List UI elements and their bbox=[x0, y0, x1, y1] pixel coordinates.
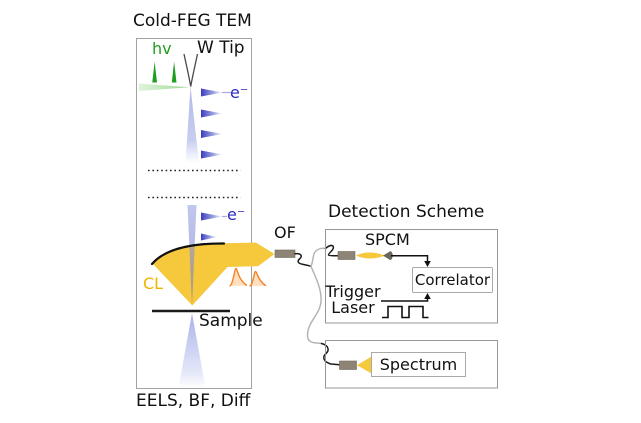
arrow-up-icon bbox=[424, 293, 431, 299]
correlator-label: Correlator bbox=[414, 271, 491, 289]
electron-pulse-icon bbox=[201, 150, 223, 159]
spectrum-box: Spectrum bbox=[371, 352, 466, 377]
laser-pulse-icon bbox=[171, 61, 177, 83]
cl-light-cone bbox=[152, 242, 275, 306]
optical-fiber-branch-bottom bbox=[306, 265, 323, 345]
laser-cone bbox=[139, 83, 190, 91]
electron-beam-lower bbox=[178, 313, 206, 388]
spcm-signal-wire bbox=[391, 254, 429, 262]
tungsten-tip-icon bbox=[183, 53, 199, 87]
spcm-detector-icon bbox=[383, 251, 393, 261]
trigger-laser-label: Trigger Laser bbox=[325, 284, 381, 315]
arrow-down-icon bbox=[424, 261, 431, 267]
tip-label: W Tip bbox=[197, 38, 245, 58]
detection-panel-top bbox=[325, 229, 498, 324]
electron-label-mid: e⁻ bbox=[227, 205, 246, 224]
electron-pulse-icon bbox=[201, 233, 217, 241]
optical-fiber-label: OF bbox=[274, 223, 296, 242]
light-cone-icon bbox=[357, 356, 372, 374]
trigger-signal-wire bbox=[381, 298, 429, 302]
cl-mirror bbox=[150, 242, 226, 266]
modes-label: EELS, BF, Diff bbox=[136, 391, 251, 411]
fiber-connector-spectrum bbox=[339, 360, 357, 370]
electron-beam-upper bbox=[185, 87, 199, 163]
spcm-label: SPCM bbox=[365, 230, 410, 249]
cl-label: CL bbox=[143, 274, 164, 293]
optical-fiber bbox=[294, 252, 312, 268]
optical-fiber-branch-top bbox=[310, 247, 327, 268]
electron-beam-mid bbox=[187, 205, 197, 306]
trigger-label-line2: Laser bbox=[331, 297, 375, 317]
fiber-connector-spcm bbox=[337, 251, 356, 260]
tem-column-box bbox=[136, 38, 252, 389]
light-burst-icon bbox=[356, 252, 385, 259]
fiber-connector-of bbox=[274, 249, 296, 258]
optical-fiber bbox=[324, 244, 339, 257]
electron-pulse-icon bbox=[201, 109, 223, 118]
trigger-label-line1: Trigger bbox=[325, 282, 381, 301]
photon-pulse-icon bbox=[229, 267, 248, 287]
tem-title: Cold-FEG TEM bbox=[133, 11, 252, 31]
electron-pulse-icon bbox=[201, 212, 223, 221]
photon-energy-label: hv bbox=[152, 39, 172, 58]
detection-title: Detection Scheme bbox=[328, 202, 485, 222]
spectrum-label: Spectrum bbox=[379, 355, 458, 374]
electron-label-top: e⁻ bbox=[230, 83, 249, 102]
laser-pulse-icon bbox=[152, 61, 157, 83]
detection-panel-bottom bbox=[325, 340, 498, 389]
square-wave-icon bbox=[382, 305, 429, 319]
sample-label: Sample bbox=[199, 311, 263, 331]
optical-fiber bbox=[320, 342, 341, 366]
electron-pulse-icon bbox=[201, 88, 223, 97]
photon-pulse-icon bbox=[249, 270, 267, 287]
correlator-box: Correlator bbox=[412, 267, 493, 293]
electron-pulse-icon bbox=[201, 130, 223, 138]
